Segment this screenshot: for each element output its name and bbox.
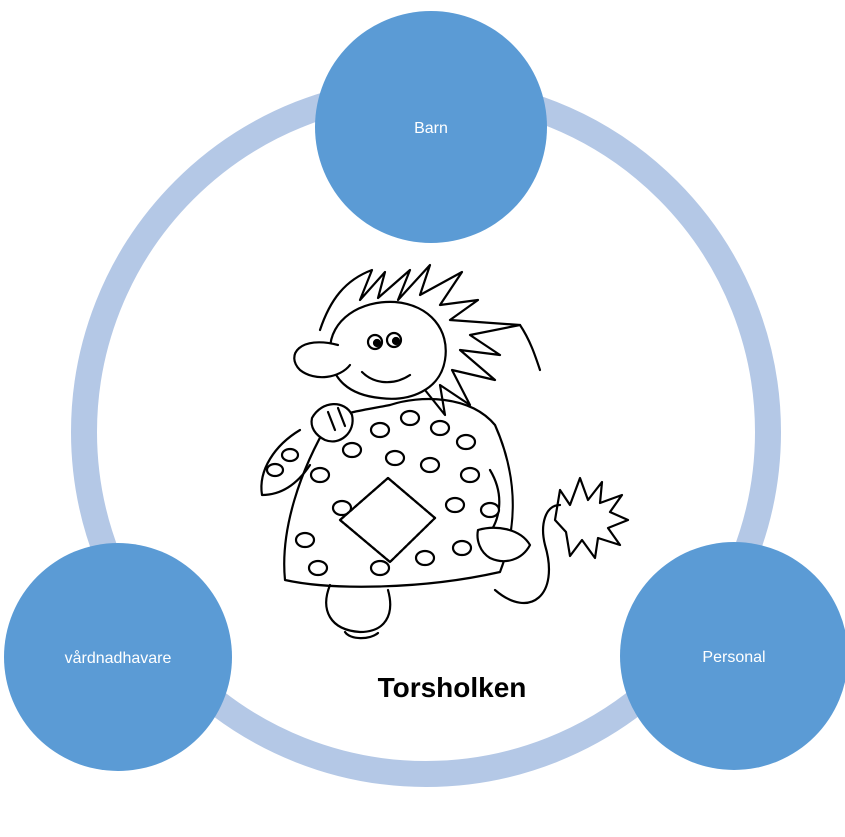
- troll-illustration: [260, 263, 630, 640]
- node-personal-circle: [620, 542, 845, 770]
- node-personal: Personal: [620, 542, 845, 770]
- node-vardnadhavare: vårdnadhavare: [4, 543, 232, 771]
- node-barn-label: Barn: [414, 120, 448, 137]
- node-vardnadhavare-circle: [4, 543, 232, 771]
- node-barn-circle: [315, 11, 547, 243]
- node-personal-label: Personal: [702, 649, 765, 666]
- node-vardnadhavare-label: vårdnadhavare: [65, 649, 172, 667]
- node-barn: Barn: [315, 11, 547, 243]
- center-title: Torsholken: [378, 672, 527, 703]
